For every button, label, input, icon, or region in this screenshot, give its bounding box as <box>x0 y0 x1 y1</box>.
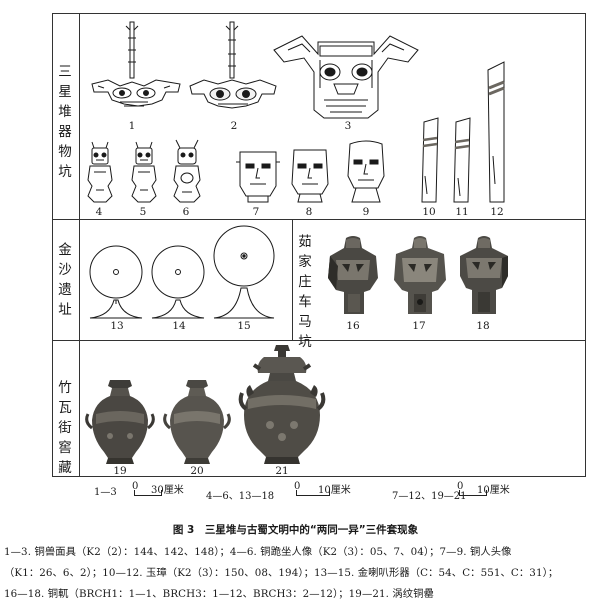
figure-number: 15 <box>237 320 251 332</box>
bronze-animal-mask-drawing-1 <box>91 21 181 107</box>
figure-number: 21 <box>275 465 289 477</box>
section-label-sanxingdui: 三星堆器物坑 <box>57 62 73 182</box>
section-label-rujiazhuang: 茹家庄车马坑 <box>297 232 313 352</box>
figure-number: 13 <box>110 320 124 332</box>
bronze-kneeling-figure-drawing-5 <box>131 141 157 203</box>
caption-line-3: 16—18. 铜軏（BRCH1：1—1、BRCH3：1—12、BRCH3：2—1… <box>4 588 434 600</box>
caption-line-2: （K1：26、6、2）；10—12. 玉璋（K2（3）：150、08、194）；… <box>4 567 559 579</box>
scale-unit-label: 10厘米 <box>318 485 351 496</box>
bronze-animal-mask-drawing-2 <box>189 21 277 109</box>
gold-trumpet-drawing-15 <box>213 225 275 319</box>
caption-line-1: 1—3. 铜兽面具（K2（2）：144、142、148）；4—6. 铜跪坐人像（… <box>4 546 512 558</box>
figure-number: 6 <box>182 206 190 218</box>
bronze-yue-photo-17 <box>394 236 446 314</box>
figure-number: 17 <box>412 320 426 332</box>
scale-unit-label: 30厘米 <box>151 485 184 496</box>
bronze-lei-photo-21 <box>238 345 326 464</box>
figure-number: 5 <box>139 206 147 218</box>
figure-number: 19 <box>113 465 127 477</box>
gold-trumpet-drawing-13 <box>89 245 143 319</box>
figure-number: 12 <box>490 206 504 218</box>
figure-number: 11 <box>455 206 469 218</box>
scale-bar <box>134 490 162 496</box>
scale-bar <box>296 490 330 496</box>
label-column-divider <box>79 13 81 477</box>
jade-zhang-drawing-12 <box>487 61 505 203</box>
bronze-head-drawing-9 <box>347 140 385 203</box>
section-label-text: 金沙遗址 <box>58 242 72 318</box>
figure-number: 4 <box>95 206 103 218</box>
scale-zero-label: 0 <box>132 481 139 492</box>
figure-number: 14 <box>172 320 186 332</box>
section-label-jinsha: 金沙遗址 <box>57 240 73 320</box>
bronze-kneeling-figure-drawing-4 <box>87 141 113 203</box>
figure-number: 2 <box>230 120 238 132</box>
scale-bar <box>459 490 487 496</box>
bronze-kneeling-figure-drawing-6 <box>173 139 201 203</box>
section-label-text: 茹家庄车马坑 <box>298 234 312 350</box>
section-label-zhuwajie: 竹瓦街窖藏 <box>57 378 73 478</box>
rujiazhuang-divider <box>292 219 294 340</box>
bronze-lei-photo-20 <box>163 380 231 464</box>
figure-number: 8 <box>305 206 313 218</box>
figure-number: 9 <box>362 206 370 218</box>
row-divider-1 <box>52 219 586 221</box>
figure-number: 10 <box>422 206 436 218</box>
figure-number: 1 <box>128 120 136 132</box>
jade-zhang-drawing-11 <box>453 117 471 203</box>
figure-number: 7 <box>252 206 260 218</box>
scale-zero-label: 0 <box>457 481 464 492</box>
bronze-animal-mask-drawing-3 <box>273 35 419 119</box>
scale-range-label: 1—3 <box>94 487 117 498</box>
bronze-yue-photo-18 <box>460 236 508 314</box>
figure-number: 20 <box>190 465 204 477</box>
figure-number: 16 <box>346 320 360 332</box>
figure-frame <box>52 13 586 477</box>
section-label-text: 竹瓦街窖藏 <box>58 380 72 476</box>
scale-zero-label: 0 <box>294 481 301 492</box>
scale-unit-label: 10厘米 <box>477 485 510 496</box>
bronze-yue-photo-16 <box>328 236 378 314</box>
gold-trumpet-drawing-14 <box>151 245 205 319</box>
bronze-head-drawing-8 <box>291 149 329 203</box>
bronze-head-drawing-7 <box>236 151 280 203</box>
scale-range-label: 4—6、13—18 <box>206 491 275 502</box>
row-divider-2 <box>52 340 586 342</box>
section-label-text: 三星堆器物坑 <box>58 64 72 180</box>
figure-title: 图 3 三星堆与古蜀文明中的“两同一异”三件套现象 <box>172 524 419 536</box>
bronze-lei-photo-19 <box>85 380 155 464</box>
figure-number: 18 <box>476 320 490 332</box>
jade-zhang-drawing-10 <box>421 117 439 203</box>
scale-range-label: 7—12、19—21 <box>392 491 467 502</box>
figure-number: 3 <box>344 120 352 132</box>
